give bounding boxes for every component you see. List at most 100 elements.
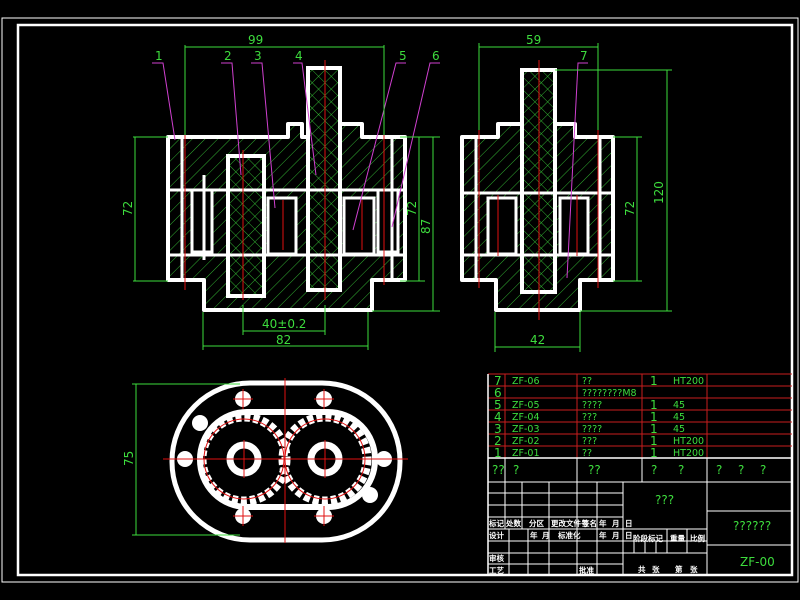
dim-72-left: 72 bbox=[121, 201, 135, 216]
svg-text:日: 日 bbox=[625, 519, 633, 528]
svg-text:45: 45 bbox=[673, 400, 685, 411]
balloon-4: 4 bbox=[295, 49, 303, 63]
svg-text:????: ???? bbox=[582, 424, 602, 435]
dim-72-side: 72 bbox=[623, 201, 637, 216]
svg-text:1: 1 bbox=[650, 434, 658, 448]
svg-text:阶段标记: 阶段标记 bbox=[633, 533, 663, 543]
svg-text:6: 6 bbox=[494, 386, 502, 400]
svg-text:??: ?? bbox=[492, 463, 505, 477]
dim-87: 87 bbox=[419, 219, 433, 234]
top-view: 75 bbox=[122, 378, 408, 543]
svg-text:1: 1 bbox=[650, 422, 658, 436]
dim-82: 82 bbox=[276, 333, 291, 347]
svg-text:ZF-01: ZF-01 bbox=[512, 448, 540, 459]
svg-text:年: 年 bbox=[599, 530, 607, 540]
bom-row-4: 4 ZF-04??? 1 45 bbox=[494, 410, 685, 424]
svg-text:标记: 标记 bbox=[488, 518, 504, 528]
front-view-leaders bbox=[152, 62, 440, 231]
svg-text:1: 1 bbox=[650, 446, 658, 460]
svg-text:2: 2 bbox=[494, 434, 502, 448]
svg-text:ZF-03: ZF-03 bbox=[512, 424, 540, 435]
drawing-number: ZF-00 bbox=[740, 555, 775, 569]
svg-text:更改文件号: 更改文件号 bbox=[551, 518, 589, 528]
bom-row-6: 6 ????????M8 bbox=[494, 386, 637, 400]
svg-text:重量: 重量 bbox=[670, 533, 685, 543]
bom-row-5: 5 ZF-05???? 1 45 bbox=[494, 398, 685, 412]
svg-text:1: 1 bbox=[650, 410, 658, 424]
dim-75: 75 bbox=[122, 451, 136, 466]
svg-text:??: ?? bbox=[582, 448, 592, 459]
svg-text:?: ? bbox=[716, 463, 722, 477]
side-view: 7 59 120 72 42 bbox=[460, 33, 672, 352]
svg-text:5: 5 bbox=[494, 398, 502, 412]
front-view: 1 2 3 4 5 6 99 72 72 87 40±0.2 82 bbox=[121, 33, 440, 350]
bom-header: ?? ? ?? ? ? ? ? ? bbox=[488, 458, 792, 483]
front-view-dimensions bbox=[133, 45, 440, 350]
balloon-7: 7 bbox=[580, 49, 588, 63]
svg-text:ZF-04: ZF-04 bbox=[512, 412, 540, 423]
title-block-labels: 标记 处数 分区 更改文件号 签名 年 月 日 设计 年 月 标准化 年 月 日… bbox=[488, 518, 705, 575]
svg-text:HT200: HT200 bbox=[673, 448, 704, 459]
bill-of-materials bbox=[487, 373, 792, 575]
svg-text:45: 45 bbox=[673, 412, 685, 423]
svg-text:日: 日 bbox=[625, 531, 633, 540]
balloon-5: 5 bbox=[399, 49, 407, 63]
svg-text:ZF-02: ZF-02 bbox=[512, 436, 540, 447]
svg-text:比例: 比例 bbox=[690, 533, 705, 543]
svg-text:第: 第 bbox=[675, 564, 683, 574]
svg-text:分区: 分区 bbox=[529, 518, 544, 528]
svg-text:????????M8: ????????M8 bbox=[582, 388, 637, 399]
svg-text:年: 年 bbox=[599, 518, 607, 528]
svg-text:月: 月 bbox=[611, 519, 620, 528]
svg-text:1: 1 bbox=[494, 446, 502, 460]
title-block-grid bbox=[488, 482, 792, 575]
balloon-3: 3 bbox=[254, 49, 262, 63]
dim-42: 42 bbox=[530, 333, 545, 347]
dim-72-right: 72 bbox=[405, 201, 419, 216]
svg-text:ZF-06: ZF-06 bbox=[512, 376, 540, 387]
svg-text:月: 月 bbox=[541, 531, 550, 540]
svg-text:?: ? bbox=[651, 463, 657, 477]
svg-text:?: ? bbox=[513, 463, 519, 477]
svg-text:4: 4 bbox=[494, 410, 502, 424]
front-view-balloons: 1 2 3 4 5 6 bbox=[155, 49, 440, 63]
svg-text:张: 张 bbox=[652, 565, 660, 574]
svg-text:7: 7 bbox=[494, 374, 502, 388]
svg-text:1: 1 bbox=[650, 398, 658, 412]
front-view-body bbox=[166, 66, 407, 312]
svg-text:????: ???? bbox=[582, 400, 602, 411]
dim-120: 120 bbox=[652, 181, 666, 204]
svg-text:共: 共 bbox=[638, 564, 646, 574]
svg-text:工艺: 工艺 bbox=[489, 565, 504, 575]
balloon-6: 6 bbox=[432, 49, 440, 63]
svg-text:?: ? bbox=[678, 463, 684, 477]
svg-text:HT200: HT200 bbox=[673, 436, 704, 447]
dim-59: 59 bbox=[526, 33, 541, 47]
svg-text:?: ? bbox=[738, 463, 744, 477]
balloon-2: 2 bbox=[224, 49, 232, 63]
dim-99: 99 bbox=[248, 33, 263, 47]
svg-text:45: 45 bbox=[673, 424, 685, 435]
svg-text:ZF-05: ZF-05 bbox=[512, 400, 540, 411]
drawing-name: ??? bbox=[655, 493, 674, 507]
svg-text:?: ? bbox=[760, 463, 766, 477]
svg-text:??: ?? bbox=[582, 376, 592, 387]
svg-text:签名: 签名 bbox=[581, 518, 597, 528]
svg-text:年: 年 bbox=[530, 530, 538, 540]
svg-text:张: 张 bbox=[690, 565, 698, 574]
company-name: ?????? bbox=[733, 519, 771, 533]
dim-40: 40±0.2 bbox=[262, 317, 306, 331]
svg-text:HT200: HT200 bbox=[673, 376, 704, 387]
svg-text:???: ??? bbox=[582, 412, 597, 423]
balloon-1: 1 bbox=[155, 49, 163, 63]
svg-text:审核: 审核 bbox=[489, 553, 504, 563]
leader-7 bbox=[566, 62, 588, 279]
svg-text:标准化: 标准化 bbox=[557, 530, 581, 540]
svg-text:月: 月 bbox=[611, 531, 620, 540]
bom-row-1: 1 ZF-01?? 1 HT200 bbox=[494, 446, 704, 460]
